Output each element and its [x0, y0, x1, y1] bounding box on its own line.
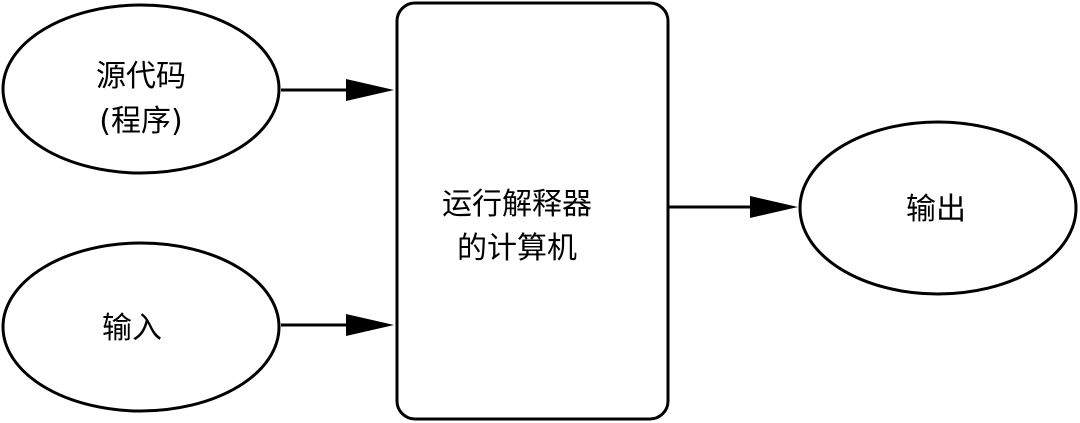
arrowhead-icon [346, 314, 394, 336]
arrow-input-to-interpreter [281, 314, 394, 336]
interpreter-label-line1: 运行解释器 [442, 187, 592, 222]
input-ellipse [1, 241, 281, 413]
source-code-node: 源代码 (程序) [1, 3, 281, 175]
input-label: 输入 [102, 311, 162, 346]
arrow-interpreter-to-output [669, 196, 798, 218]
arrowhead-icon [750, 196, 798, 218]
input-node: 输入 [1, 241, 281, 413]
interpreter-box [395, 1, 670, 421]
source-code-ellipse [1, 3, 281, 175]
interpreter-node: 运行解释器 的计算机 [395, 1, 670, 421]
output-ellipse [798, 120, 1078, 296]
output-node: 输出 [798, 120, 1078, 296]
arrowhead-icon [346, 79, 394, 101]
source-code-label-line1: 源代码 [96, 59, 186, 94]
interpreter-label-line2: 的计算机 [457, 231, 577, 266]
arrow-source-to-interpreter [281, 79, 394, 101]
output-label: 输出 [906, 192, 966, 227]
source-code-label-line2: (程序) [99, 104, 182, 139]
